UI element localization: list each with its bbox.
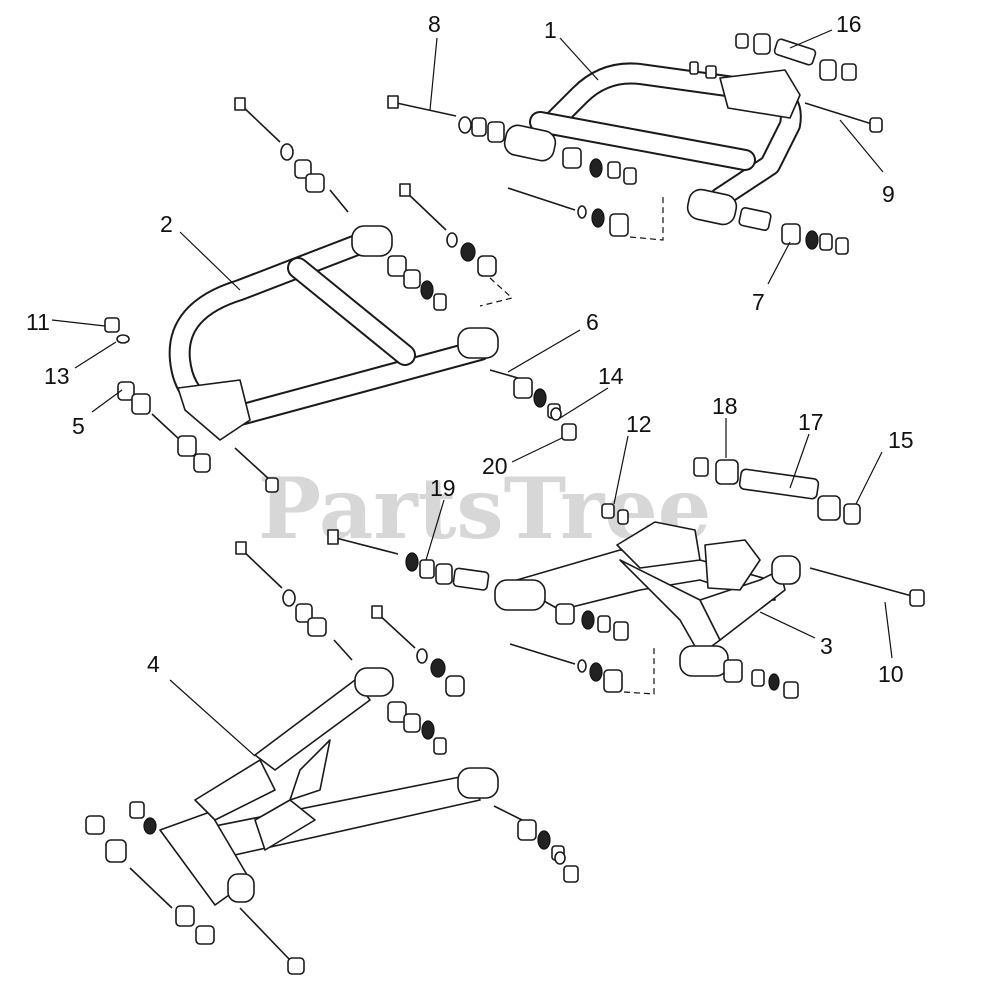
arm-2-upper-left — [104, 97, 577, 493]
callout-20: 20 — [482, 453, 508, 479]
arm-4-lower-left — [85, 541, 579, 975]
callout-1: 1 — [544, 17, 557, 43]
callout-3: 3 — [820, 633, 833, 659]
callout-6: 6 — [586, 309, 599, 335]
callout-18: 18 — [712, 393, 738, 419]
callout-9: 9 — [882, 181, 895, 207]
arm-1-upper-right — [387, 33, 883, 255]
callout-14: 14 — [598, 363, 624, 389]
callout-17: 17 — [798, 409, 824, 435]
callout-19: 19 — [430, 475, 456, 501]
callout-2: 2 — [160, 211, 173, 237]
leader-lines — [51, 29, 893, 757]
callout-12: 12 — [626, 411, 652, 437]
arm-3-lower-right — [327, 457, 925, 699]
callout-7: 7 — [752, 289, 765, 315]
callout-4: 4 — [147, 651, 160, 677]
callout-8: 8 — [428, 11, 441, 37]
callout-13: 13 — [44, 363, 70, 389]
callout-15: 15 — [888, 427, 914, 453]
callout-11: 11 — [26, 309, 50, 335]
callout-16: 16 — [836, 11, 862, 37]
callout-labels: 1 2 3 4 5 6 7 8 9 10 11 12 13 14 15 16 1… — [26, 11, 914, 687]
callout-5: 5 — [72, 413, 85, 439]
callout-10: 10 — [878, 661, 904, 687]
